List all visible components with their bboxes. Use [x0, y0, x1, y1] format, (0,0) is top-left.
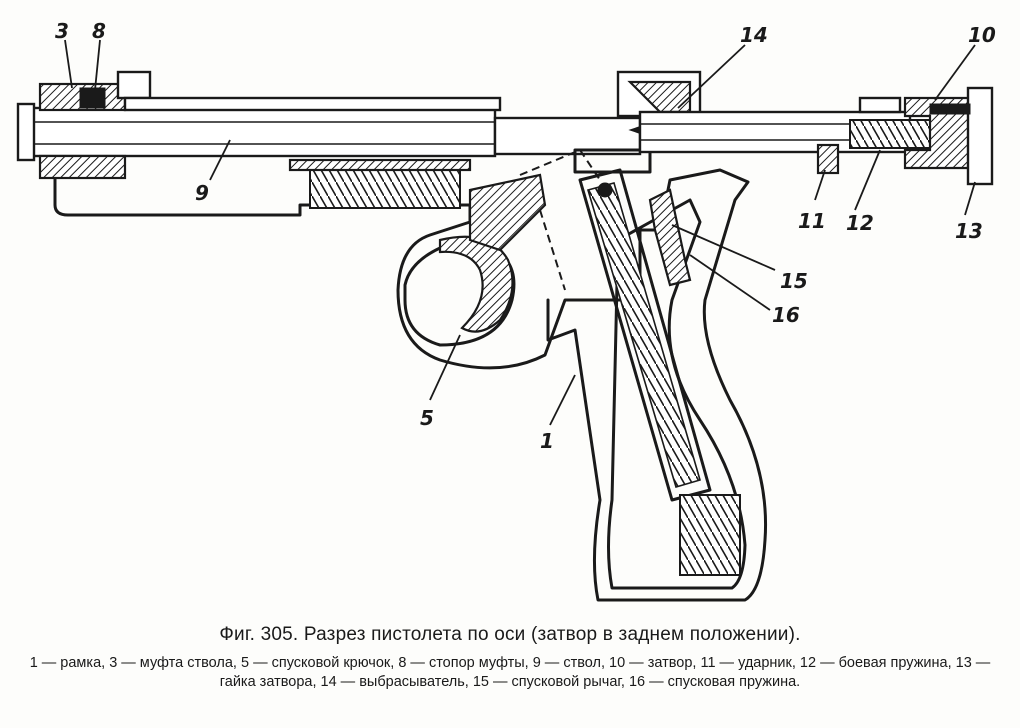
callout-9: 9 — [195, 181, 209, 205]
bolt-nut — [903, 86, 994, 186]
callout-14: 14 — [740, 23, 768, 47]
callout-1: 1 — [540, 429, 554, 453]
recoil-spring — [288, 158, 472, 209]
callout-13: 13 — [955, 219, 983, 243]
magazine-spring — [519, 148, 741, 576]
mainspring — [849, 119, 941, 149]
figure-caption: Фиг. 305. Разрез пистолета по оси (затво… — [219, 624, 801, 645]
callout-12: 12 — [846, 211, 874, 235]
callout-11: 11 — [798, 209, 826, 233]
callout-leaders — [64, 39, 976, 426]
trigger — [438, 173, 547, 333]
barrel-sleeve — [38, 70, 502, 180]
callout-15: 15 — [780, 269, 808, 293]
callout-labels: 3 8 14 10 9 11 12 13 15 16 5 1 — [55, 19, 996, 453]
trigger-lever — [573, 148, 692, 287]
striker — [816, 143, 840, 175]
callout-5: 5 — [420, 406, 434, 430]
callout-16: 16 — [772, 303, 800, 327]
pistol-cross-section-diagram: 3 8 14 10 9 11 12 13 15 16 5 1 — [16, 19, 996, 602]
callout-3: 3 — [55, 19, 69, 43]
barrel — [16, 102, 642, 162]
figure-legend: 1 — рамка, 3 — муфта ствола, 5 — спусков… — [29, 655, 991, 690]
callout-10: 10 — [968, 23, 996, 47]
callout-8: 8 — [92, 19, 106, 43]
